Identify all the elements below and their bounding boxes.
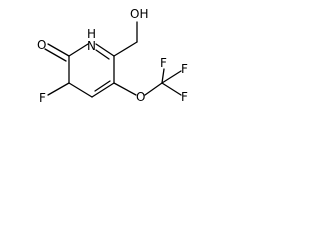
bond-c6-o	[47, 43, 70, 57]
bond-n-c6	[68, 43, 89, 57]
bond-c5-f	[47, 82, 70, 96]
bond-c4-c3	[91, 82, 115, 98]
oxo-oxygen-label: O	[37, 38, 46, 52]
trifluoro-f3-label: F	[181, 90, 188, 104]
bond-c4-c3-inner	[94, 80, 111, 92]
bond-c2-ch2	[113, 41, 138, 57]
bond-c5-c4	[68, 82, 93, 98]
hydroxyl-label: OH	[130, 7, 148, 21]
molecule-canvas: H N O F O F F F OH	[0, 0, 224, 138]
bond-c2-n-inner	[95, 49, 110, 60]
bond-c6-o-second	[44, 48, 67, 62]
trifluoro-f2-label: F	[181, 62, 188, 76]
nh-hydrogen-label: H	[87, 27, 96, 41]
bond-c-f3	[161, 82, 182, 96]
bond-c-f1	[161, 68, 165, 84]
trifluoro-f1-label: F	[160, 56, 167, 70]
fluoro-label: F	[39, 91, 46, 105]
ether-oxygen-label: O	[136, 90, 145, 104]
bond-c3-o	[113, 82, 137, 96]
bond-c2-n	[95, 43, 115, 57]
molecule-structure: H N O F O F F F OH	[37, 7, 188, 105]
bond-c-f2	[161, 70, 182, 84]
ring-nitrogen-label: N	[87, 39, 96, 53]
bond-o-cf3	[144, 82, 163, 96]
